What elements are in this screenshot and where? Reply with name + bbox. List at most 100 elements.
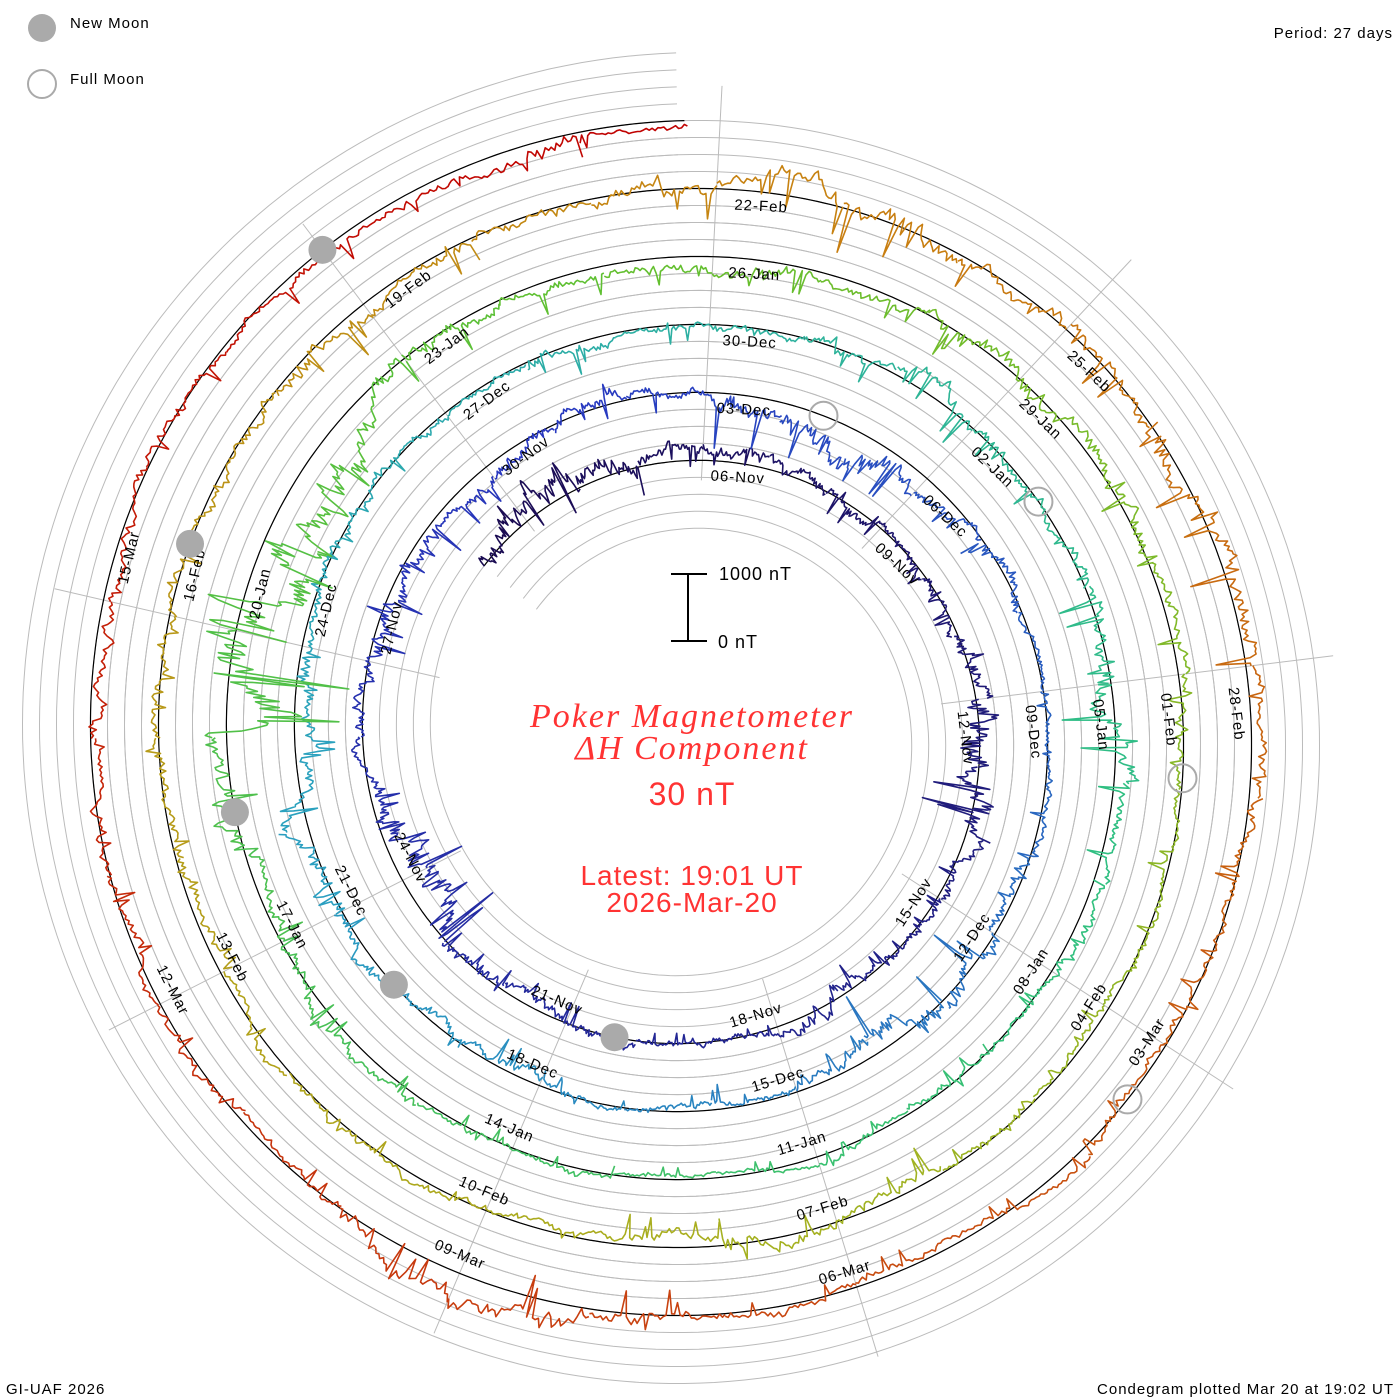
series-segment — [913, 491, 982, 541]
series-segment — [280, 935, 348, 1037]
series-segment — [1082, 1043, 1165, 1156]
series-segment — [157, 1004, 246, 1112]
series-segment — [378, 1154, 488, 1211]
series-segment — [150, 616, 179, 739]
date-label: 26-Jan — [728, 264, 781, 284]
grid-radial-line — [762, 978, 879, 1357]
series-segment — [705, 393, 783, 450]
chart-title: Poker Magnetometer — [529, 698, 854, 735]
series-segment — [960, 543, 1020, 614]
date-label: 18-Dec — [504, 1046, 561, 1083]
date-label: 21-Dec — [331, 863, 371, 919]
series-segment — [834, 951, 898, 991]
series-segment — [351, 736, 401, 811]
series-segment — [1163, 926, 1225, 1045]
series-segment — [295, 462, 370, 558]
series-segment — [478, 505, 522, 567]
full-moon-marker — [808, 400, 839, 431]
series-segment — [921, 766, 994, 844]
series-segment — [579, 123, 688, 149]
date-label: 11-Jan — [775, 1128, 829, 1159]
grid-radial-line — [433, 969, 589, 1334]
series-segment — [233, 843, 303, 941]
series-segment — [637, 440, 704, 468]
new-moon-marker — [176, 529, 205, 558]
period-label: Period: 27 days — [1274, 25, 1393, 42]
series-segment — [1070, 323, 1150, 429]
scale-text: 30 nT — [649, 776, 736, 812]
series-segment — [494, 427, 555, 480]
grid-radial-line — [302, 223, 535, 532]
series-segment — [972, 428, 1043, 505]
series-segment — [396, 981, 463, 1048]
series-segment — [1061, 683, 1140, 785]
series-segment — [711, 266, 822, 295]
series-segment — [625, 386, 706, 414]
series-segment — [401, 303, 500, 361]
date-label: 27-Dec — [460, 377, 514, 423]
series-segment — [447, 1274, 590, 1329]
series-segment — [842, 454, 912, 497]
date-label: 01-Feb — [1157, 692, 1180, 747]
series-segment — [1214, 798, 1264, 928]
series-segment — [1018, 774, 1053, 858]
series-segment — [591, 174, 718, 220]
series-segment — [421, 864, 494, 943]
series-segment — [938, 839, 984, 901]
series-segment — [1018, 611, 1046, 692]
series-segment — [416, 1102, 513, 1151]
series-segment — [615, 321, 710, 345]
series-segment — [989, 974, 1059, 1052]
series-segment — [855, 1225, 976, 1284]
series-segment — [204, 629, 350, 739]
series-segment — [441, 932, 512, 992]
series-segment — [339, 1207, 449, 1303]
series-segment — [511, 1149, 616, 1179]
series-segment — [205, 737, 258, 845]
series-segment — [796, 1035, 869, 1092]
new-moon-marker — [600, 1023, 629, 1052]
series-segment — [504, 982, 572, 1024]
date-label: 09-Dec — [1021, 704, 1044, 760]
series-segment — [1086, 782, 1130, 885]
series-segment — [89, 738, 113, 876]
series-segment — [435, 475, 502, 527]
series-segment — [707, 1024, 781, 1045]
series-segment — [724, 1283, 857, 1319]
series-segment — [307, 555, 330, 649]
series-segment — [373, 416, 449, 478]
series-segment — [519, 462, 581, 526]
series-segment — [589, 1289, 726, 1331]
series-segment — [1102, 903, 1162, 1006]
date-label: 24-Nov — [390, 830, 430, 886]
series-segment — [710, 1083, 797, 1107]
series-segment — [460, 1038, 544, 1082]
series-segment — [954, 635, 994, 700]
date-label: 10-Feb — [456, 1173, 512, 1210]
series-segment — [819, 1110, 909, 1167]
date-label: 03-Dec — [716, 400, 771, 420]
date-label: 25-Feb — [1064, 347, 1115, 396]
grid-radial-line — [941, 655, 1334, 705]
series-segment — [1139, 421, 1220, 540]
baseline-spiral — [89, 120, 1253, 1317]
series-segment — [1017, 377, 1102, 461]
latest-time: Latest: 19:01 UT — [580, 860, 803, 891]
date-label: 02-Jan — [967, 443, 1017, 491]
date-label: 20-Jan — [246, 566, 274, 620]
grid-radial-line — [700, 85, 723, 481]
date-label: 14-Jan — [482, 1110, 536, 1146]
series-segment — [1147, 788, 1181, 904]
new-moon-marker — [220, 798, 249, 827]
chart-subtitle: ΔH Component — [573, 730, 809, 767]
series-segment — [702, 444, 770, 466]
series-layer — [88, 123, 1268, 1331]
grid-radial-line — [861, 259, 1132, 549]
series-segment — [1032, 1004, 1105, 1098]
full-moon-legend-label: Full Moon — [70, 71, 145, 88]
series-segment — [716, 164, 844, 235]
series-segment — [954, 258, 1067, 330]
series-segment — [836, 1147, 942, 1225]
series-segment — [352, 659, 375, 738]
series-segment — [836, 202, 958, 264]
